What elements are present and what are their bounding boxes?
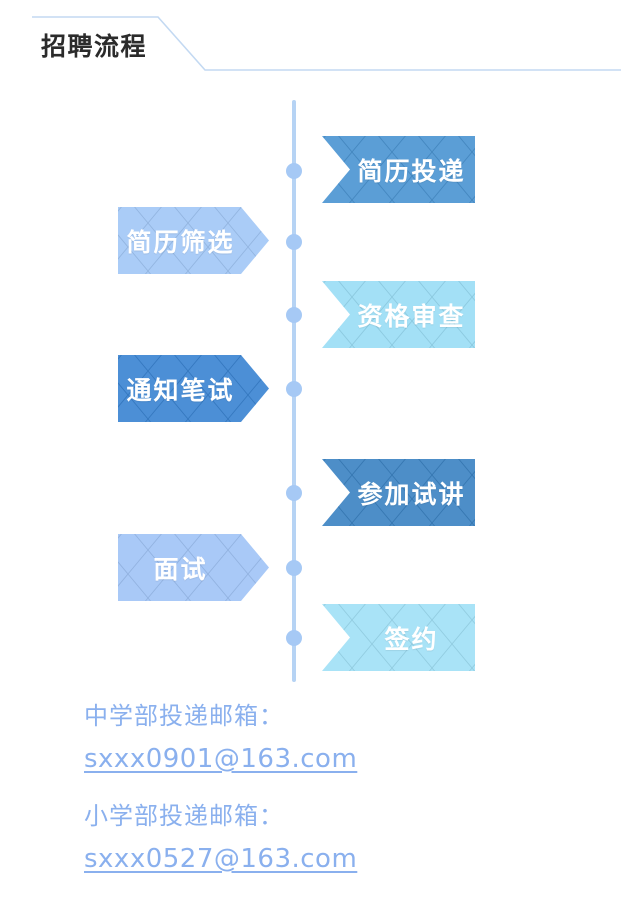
flow-step-1[interactable]: 简历投递 xyxy=(322,136,475,203)
contact-block-2: 小学部投递邮箱： sxxx0527@163.com xyxy=(0,795,621,881)
flow-step-label: 参加试讲 xyxy=(357,479,466,509)
timeline-dot-7 xyxy=(286,630,302,646)
timeline-dot-2 xyxy=(286,234,302,250)
contact-label: 中学部投递邮箱： xyxy=(84,702,284,730)
page-header: 招聘流程 xyxy=(0,0,621,95)
timeline-dot-1 xyxy=(286,163,302,179)
timeline-dot-3 xyxy=(286,307,302,323)
flow-step-2[interactable]: 简历筛选 xyxy=(118,207,269,274)
timeline-dot-4 xyxy=(286,381,302,397)
flow-step-6[interactable]: 面试 xyxy=(118,534,269,601)
flow-step-7[interactable]: 签约 xyxy=(322,604,475,671)
page-title: 招聘流程 xyxy=(41,32,148,61)
timeline-dot-6 xyxy=(286,560,302,576)
contact-email-link[interactable]: sxxx0901@163.com xyxy=(84,744,358,774)
flow-step-label: 简历筛选 xyxy=(126,227,235,257)
contact-label: 小学部投递邮箱： xyxy=(84,802,284,830)
flow-step-label: 资格审查 xyxy=(357,301,466,331)
flow-step-5[interactable]: 参加试讲 xyxy=(322,459,475,526)
flow-step-label: 签约 xyxy=(384,624,439,654)
flow-step-label: 简历投递 xyxy=(357,156,466,186)
contact-email-link[interactable]: sxxx0527@163.com xyxy=(84,844,358,874)
contact-section: 中学部投递邮箱： sxxx0901@163.com 小学部投递邮箱： sxxx0527… xyxy=(0,695,621,895)
flow-step-label: 面试 xyxy=(153,554,208,584)
flow-step-label: 通知笔试 xyxy=(126,375,235,405)
contact-block-1: 中学部投递邮箱： sxxx0901@163.com xyxy=(0,695,621,781)
timeline-dot-5 xyxy=(286,485,302,501)
flow-step-4[interactable]: 通知笔试 xyxy=(118,355,269,422)
flow-step-3[interactable]: 资格审查 xyxy=(322,281,475,348)
